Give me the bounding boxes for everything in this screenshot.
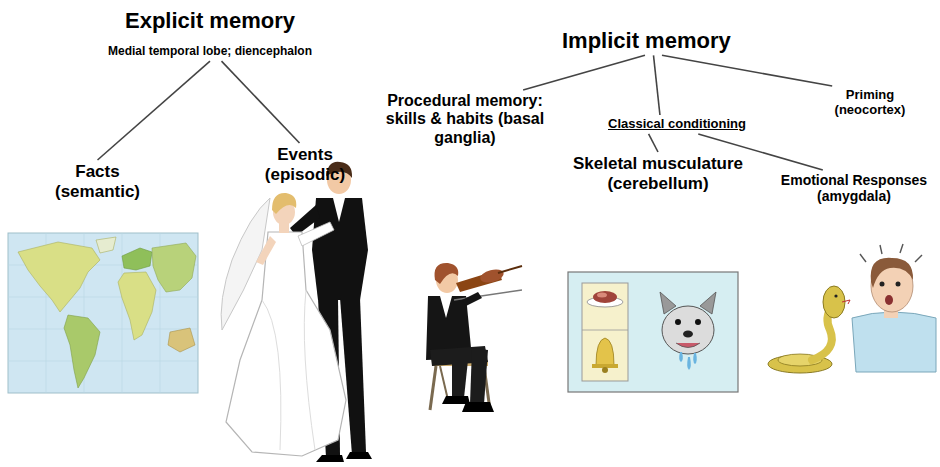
- memory-type: Skeletal musculature (cerebellum): [563, 152, 753, 195]
- node-label: Priming (neocortex): [830, 88, 910, 118]
- memory-type: Priming (neocortex): [828, 86, 912, 120]
- category-heading: Explicit memoryMedial temporal lobe; die…: [95, 6, 325, 61]
- node-label: Explicit memory: [97, 8, 323, 33]
- node-sublabel: Medial temporal lobe; diencephalon: [97, 45, 323, 59]
- subcategory: Classical conditioning: [606, 115, 748, 134]
- violinist: [426, 263, 522, 412]
- snake-and-man: [768, 244, 936, 373]
- branch-line: [523, 55, 645, 90]
- node-label: Events (episodic): [252, 145, 358, 184]
- wedding-couple: [221, 162, 372, 462]
- node-label: Classical conditioning: [608, 117, 746, 132]
- node-label: Procedural memory: skills & habits (basa…: [384, 92, 546, 147]
- category-heading: Implicit memory: [560, 26, 730, 55]
- node-label: Emotional Responses (amygdala): [778, 172, 930, 204]
- memory-type: Facts (semantic): [45, 160, 150, 203]
- branch-line: [654, 55, 660, 115]
- node-label: Skeletal musculature (cerebellum): [565, 154, 751, 193]
- branch-line: [222, 61, 300, 143]
- node-label: Implicit memory: [562, 28, 728, 53]
- branch-line: [98, 61, 211, 160]
- branch-line: [662, 55, 832, 86]
- memory-type: Emotional Responses (amygdala): [776, 170, 932, 206]
- memory-type: Events (episodic): [250, 143, 360, 186]
- node-label: Facts (semantic): [47, 162, 148, 201]
- branch-line: [649, 134, 658, 152]
- conditioning-picture: [568, 272, 738, 392]
- world-map: [8, 233, 198, 393]
- memory-type: Procedural memory: skills & habits (basa…: [382, 90, 548, 149]
